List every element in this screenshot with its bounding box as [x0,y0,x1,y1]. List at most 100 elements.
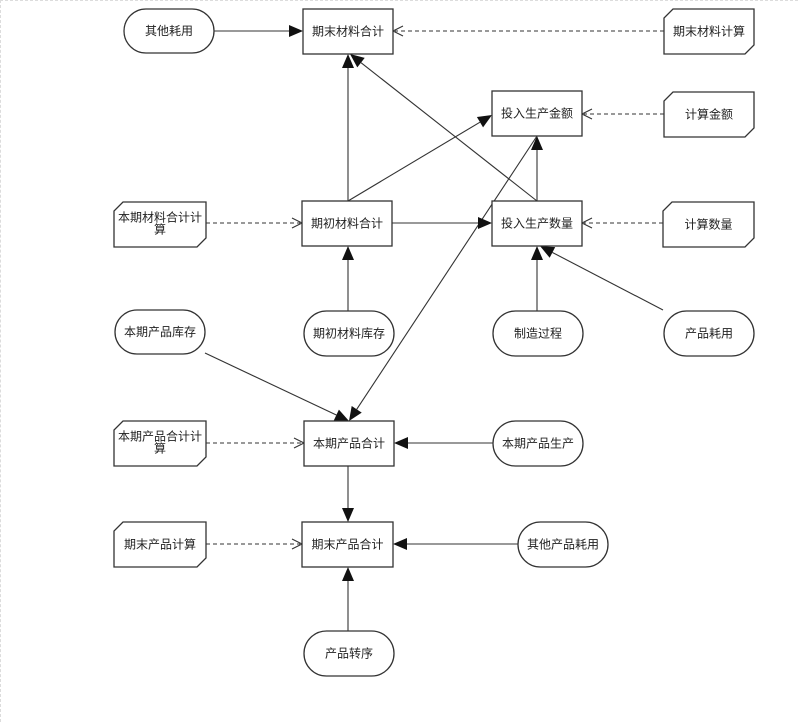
node-calc-quantity[interactable]: 计算数量 [662,201,755,248]
edge-other_product_use-to-end_product_total [393,538,518,550]
node-period-product-total[interactable]: 本期产品合计 [303,420,395,467]
node-end-material-calc[interactable]: 期末材料计算 [663,8,755,55]
node-label: 投入生产数量 [501,216,573,231]
edge-begin_material_total-to-prod_amount [347,115,492,202]
process-shape [302,8,394,55]
node-label: 期末材料计算 [673,24,745,39]
filled-arrowhead-icon [540,246,556,258]
node-prod-quantity[interactable]: 投入生产数量 [491,200,583,247]
node-label: 算 [154,222,166,237]
terminal-shape [123,8,215,54]
node-end-product-total[interactable]: 期末产品合计 [301,521,394,568]
filled-arrowhead-icon [342,508,354,522]
node-end-product-calc[interactable]: 期末产品计算 [113,521,207,568]
node-manufacturing[interactable]: 制造过程 [492,310,584,357]
node-label: 本期产品合计 [313,436,385,451]
node-label: 期初材料库存 [313,326,385,341]
edge-manufacturing-to-prod_quantity [531,246,543,311]
node-other-product-use[interactable]: 其他产品耗用 [517,521,609,568]
node-label: 期初材料合计 [311,216,383,231]
node-label: 投入生产金额 [501,106,573,121]
node-label: 计算金额 [685,107,733,122]
node-begin-material-stock[interactable]: 期初材料库存 [303,310,395,357]
edge-period_material_calc-to-begin_material_total [206,217,304,229]
node-label: 产品耗用 [685,327,733,341]
edge-begin_material_total-to-end_material_total [342,54,354,201]
edge-period_product_output-to-period_product_total [394,437,493,449]
node-other-use[interactable]: 其他耗用 [123,8,215,54]
edge-period_product_calc-to-period_product_total [206,437,306,449]
process-shape [301,200,393,247]
filled-arrowhead-icon [531,136,543,150]
node-product-transfer[interactable]: 产品转序 [303,630,395,677]
filled-arrowhead-icon [342,567,354,581]
edge-line [552,251,664,311]
filled-arrowhead-icon [289,25,303,37]
edge-prod_quantity-to-end_material_total [350,54,538,202]
node-label: 本期产品合计计 [118,429,202,444]
card-shape [662,201,755,248]
terminal-shape [303,310,395,357]
filled-arrowhead-icon [393,538,407,550]
edge-other_use-to-end_material_total [214,25,303,37]
node-label: 本期产品生产 [502,437,574,451]
edge-line [347,121,481,202]
node-label: 其他耗用 [145,24,193,38]
node-label: 制造过程 [514,326,562,341]
node-label: 期末产品计算 [124,537,196,552]
edge-end_product_calc-to-end_product_total [206,538,304,550]
edge-period_product_stock-to-period_product_total [204,352,349,421]
card-shape [663,8,755,55]
node-label: 计算数量 [684,217,732,232]
terminal-shape [492,420,584,467]
edge-line [360,62,538,202]
card-shape [113,420,207,467]
filled-arrowhead-icon [349,406,362,421]
terminal-shape [114,309,206,355]
filled-arrowhead-icon [394,437,408,449]
edge-period_product_total-to-end_product_total [342,466,354,522]
edge-calc_quantity-to-prod_quantity [580,217,663,229]
node-label: 其他产品耗用 [527,538,599,552]
edge-line [356,135,538,410]
edge-product_use-to-prod_quantity [540,246,664,311]
node-label: 算 [154,441,166,456]
process-shape [303,420,395,467]
process-shape [491,90,583,137]
edge-product_transfer-to-end_product_total [342,567,354,631]
node-label: 期末产品合计 [311,537,383,552]
node-label: 本期材料合计计 [118,210,202,225]
card-shape [663,91,755,138]
terminal-shape [303,630,395,677]
node-begin-material-total[interactable]: 期初材料合计 [301,200,393,247]
node-label: 产品转序 [325,646,373,661]
filled-arrowhead-icon [476,115,492,128]
process-shape [301,521,394,568]
terminal-shape [517,521,609,568]
filled-arrowhead-icon [350,54,365,68]
filled-arrowhead-icon [333,409,349,421]
card-shape [113,201,207,248]
filled-arrowhead-icon [478,217,492,229]
node-calc-amount[interactable]: 计算金额 [663,91,755,138]
filled-arrowhead-icon [531,246,543,260]
filled-arrowhead-icon [342,246,354,260]
edge-prod_amount-to-period_product_total [349,135,538,421]
edges-layer [204,25,664,631]
node-label: 期末材料合计 [312,24,384,39]
filled-arrowhead-icon [342,54,354,68]
node-prod-amount[interactable]: 投入生产金额 [491,90,583,137]
edge-line [204,352,337,416]
node-product-use[interactable]: 产品耗用 [663,310,755,357]
node-period-product-output[interactable]: 本期产品生产 [492,420,584,467]
process-shape [491,200,583,247]
edge-prod_quantity-to-prod_amount [531,136,543,201]
node-end-material-total[interactable]: 期末材料合计 [302,8,394,55]
node-period-product-stock[interactable]: 本期产品库存 [114,309,206,355]
terminal-shape [492,310,584,357]
